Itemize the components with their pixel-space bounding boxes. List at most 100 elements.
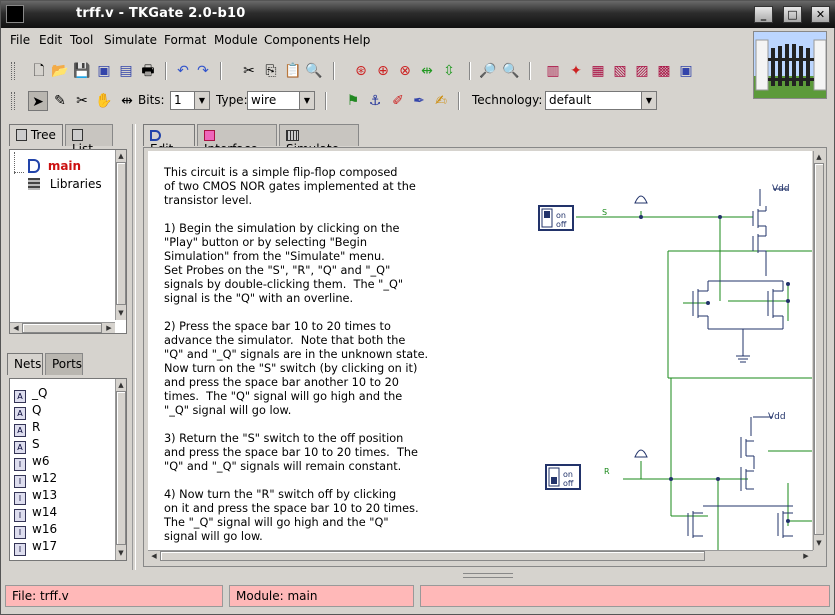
scroll-up-icon[interactable]: ▲ bbox=[118, 152, 124, 160]
tab-list[interactable]: List bbox=[65, 124, 113, 156]
switch-r[interactable]: on off bbox=[545, 464, 581, 490]
zoom-in-icon[interactable]: 🔎 bbox=[479, 63, 497, 79]
chevron-down-icon[interactable]: ▼ bbox=[641, 92, 656, 109]
save-as-icon[interactable]: ▣ bbox=[97, 63, 111, 79]
tab-ports[interactable]: Ports bbox=[45, 353, 83, 375]
cut-icon[interactable]: ✂ bbox=[243, 63, 255, 79]
copy-icon[interactable]: ⎘ bbox=[265, 63, 277, 79]
panel-splitter[interactable] bbox=[132, 124, 136, 570]
new-file-icon[interactable]: 🗋 bbox=[33, 63, 45, 79]
wire-tool-icon[interactable]: ✎ bbox=[54, 93, 66, 109]
move-tool-icon[interactable]: ✋ bbox=[95, 93, 113, 109]
module-delete-icon[interactable]: ▧ bbox=[613, 63, 627, 79]
anchor-icon[interactable]: ⚓ bbox=[368, 93, 382, 109]
zoom-out-icon[interactable]: 🔍 bbox=[502, 63, 520, 79]
menu-help[interactable]: Help bbox=[343, 33, 371, 47]
probe-icon[interactable]: ✐ bbox=[392, 93, 404, 109]
tab-tree[interactable]: Tree bbox=[9, 124, 63, 146]
nets-vscroll[interactable]: ▲ ▼ bbox=[115, 379, 126, 560]
scroll-up-icon[interactable]: ▲ bbox=[816, 153, 822, 161]
scroll-up-icon[interactable]: ▲ bbox=[118, 381, 124, 389]
title-bar[interactable]: trff.v - TKGate 2.0-b10 _ □ ✕ bbox=[1, 1, 835, 28]
technology-select[interactable]: default ▼ bbox=[545, 91, 657, 110]
app-icon[interactable] bbox=[6, 5, 24, 23]
module-claim-icon[interactable]: ▣ bbox=[679, 63, 693, 79]
chevron-down-icon[interactable]: ▼ bbox=[299, 92, 314, 109]
align-vertical-icon[interactable]: ⇳ bbox=[443, 63, 455, 79]
scroll-left-icon[interactable]: ◀ bbox=[13, 324, 19, 332]
canvas-vscroll-thumb[interactable] bbox=[814, 163, 824, 535]
toolbar-grip[interactable] bbox=[11, 62, 15, 80]
align-horizontal-icon[interactable]: ⇹ bbox=[421, 63, 433, 79]
module-new-icon[interactable]: ▦ bbox=[591, 63, 605, 79]
menu-format[interactable]: Format bbox=[164, 33, 207, 47]
tree-hscroll-thumb[interactable] bbox=[22, 323, 102, 333]
undo-icon[interactable]: ↶ bbox=[177, 63, 189, 79]
open-folder-icon[interactable]: 📂 bbox=[51, 63, 69, 79]
menu-file[interactable]: File bbox=[10, 33, 31, 47]
tree-vscroll-thumb[interactable] bbox=[116, 162, 126, 305]
minimize-button[interactable]: _ bbox=[754, 6, 773, 23]
redo-icon[interactable]: ↷ bbox=[197, 63, 209, 79]
nets-vscroll-thumb[interactable] bbox=[116, 391, 126, 545]
menu-components[interactable]: Components bbox=[264, 33, 340, 47]
scroll-down-icon[interactable]: ▼ bbox=[118, 309, 124, 317]
scroll-right-icon[interactable]: ▶ bbox=[803, 552, 809, 560]
menu-edit[interactable]: Edit bbox=[39, 33, 63, 47]
canvas-vscroll[interactable]: ▲ ▼ bbox=[813, 151, 824, 550]
switch-s[interactable]: on off bbox=[538, 205, 574, 231]
debug-icon[interactable]: ⚑ bbox=[346, 93, 360, 109]
bits-select[interactable]: 1 ▼ bbox=[170, 91, 210, 110]
menu-tool[interactable]: Tool bbox=[70, 33, 94, 47]
set-net-icon[interactable]: ✒ bbox=[413, 93, 425, 109]
scroll-left-icon[interactable]: ◀ bbox=[151, 552, 157, 560]
type-select[interactable]: wire ▼ bbox=[247, 91, 315, 110]
print-icon[interactable]: 🖶 bbox=[141, 63, 155, 79]
resize-handle[interactable] bbox=[463, 573, 513, 578]
tree-item-main[interactable]: main bbox=[28, 159, 81, 173]
tab-interface[interactable]: Interface bbox=[197, 124, 277, 156]
tree-hscroll[interactable]: ◀ ▶ bbox=[10, 322, 115, 333]
menu-module[interactable]: Module bbox=[214, 33, 258, 47]
tab-edit[interactable]: Edit bbox=[143, 124, 195, 156]
module-copy-icon[interactable]: ▨ bbox=[635, 63, 649, 79]
net-label-s[interactable]: S bbox=[602, 208, 607, 217]
gate-rotate-ccw-icon[interactable]: ⊕ bbox=[377, 63, 389, 79]
gate-rotate-icon[interactable]: ⊛ bbox=[355, 63, 367, 79]
cut-wire-tool-icon[interactable]: ✂ bbox=[76, 93, 88, 109]
maximize-button[interactable]: □ bbox=[783, 6, 802, 23]
find-icon[interactable]: 🔍 bbox=[305, 63, 323, 79]
net-row[interactable]: A_Q bbox=[14, 386, 47, 403]
bit-width-icon[interactable]: ⇹ bbox=[121, 93, 133, 109]
gate-flip-icon[interactable]: ⊗ bbox=[399, 63, 411, 79]
close-button[interactable]: ✕ bbox=[811, 6, 830, 23]
scroll-down-icon[interactable]: ▼ bbox=[816, 539, 822, 547]
scroll-right-icon[interactable]: ▶ bbox=[106, 324, 112, 332]
replicate-icon[interactable]: ✍ bbox=[435, 93, 447, 109]
circuit-canvas[interactable]: This circuit is a simple flip-flop compo… bbox=[148, 151, 812, 550]
tab-simulate[interactable]: Simulate bbox=[279, 124, 359, 156]
module-open-icon[interactable]: ▥ bbox=[546, 63, 560, 79]
module-close-icon[interactable]: ✦ bbox=[570, 63, 582, 79]
canvas-hscroll[interactable]: ◀ ▶ bbox=[148, 550, 813, 561]
scroll-down-icon[interactable]: ▼ bbox=[118, 549, 124, 557]
chevron-down-icon[interactable]: ▼ bbox=[194, 92, 209, 109]
menu-simulate[interactable]: Simulate bbox=[104, 33, 158, 47]
select-tool-icon[interactable]: ➤ bbox=[28, 91, 48, 111]
toolbar-grip-2[interactable] bbox=[11, 92, 15, 110]
net-label-r[interactable]: R bbox=[604, 467, 610, 476]
tree-vscroll[interactable]: ▲ ▼ bbox=[115, 150, 126, 320]
save-icon[interactable]: 💾 bbox=[73, 63, 91, 79]
paste-icon[interactable]: 📋 bbox=[284, 63, 302, 79]
module-rename-icon[interactable]: ▩ bbox=[657, 63, 671, 79]
canvas-hscroll-thumb[interactable] bbox=[160, 551, 705, 561]
tab-nets[interactable]: Nets bbox=[7, 353, 43, 375]
